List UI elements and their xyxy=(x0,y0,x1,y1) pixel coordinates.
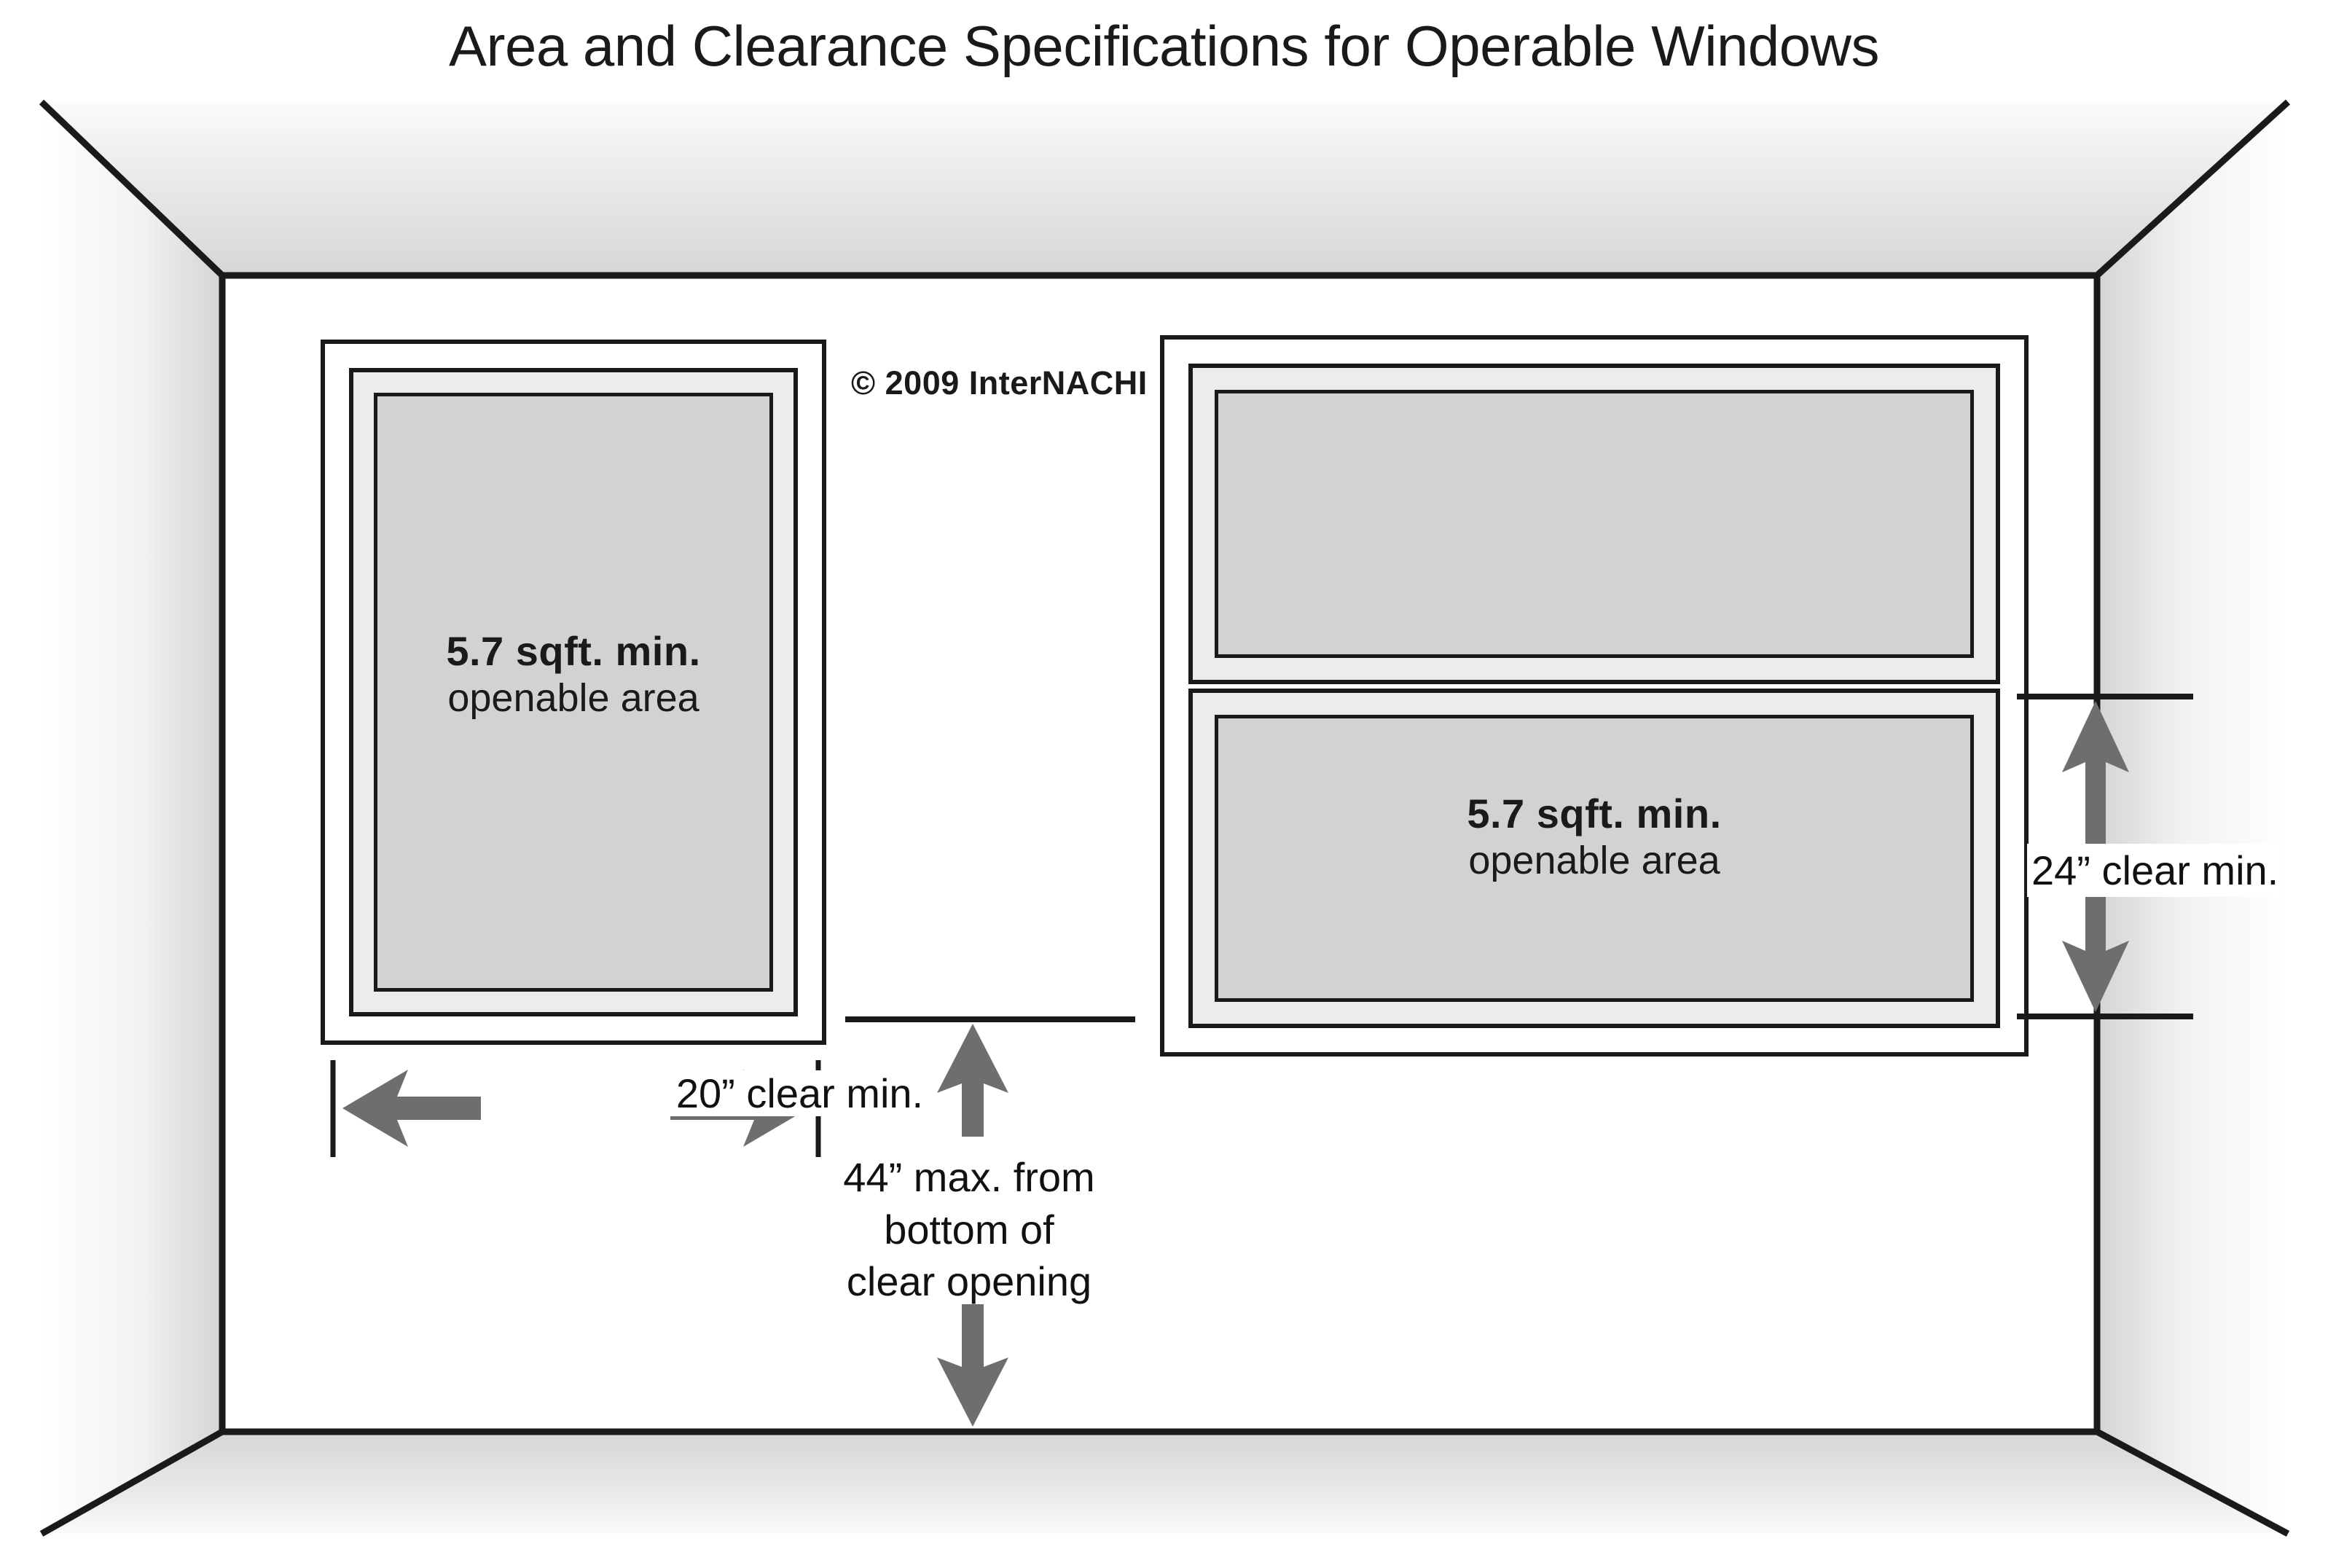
ceiling-left-diagonal xyxy=(39,99,225,278)
casement-area-caption: openable area xyxy=(447,675,699,720)
sill-height-label-line-2: bottom of xyxy=(884,1206,1054,1253)
double-hung-area-caption: openable area xyxy=(1468,838,1720,882)
casement-window-frame[interactable]: 5.7 sqft. min. openable area xyxy=(321,340,826,1045)
double-hung-upper-glass[interactable] xyxy=(1215,390,1974,658)
double-hung-openable-area-label: 5.7 sqft. min. openable area xyxy=(1218,791,1970,884)
height-clearance-label: 24” clear min. xyxy=(2027,844,2284,897)
width-clearance-label: 20” clear min. xyxy=(0,1070,1599,1117)
left-wall-surface xyxy=(42,102,222,1534)
double-hung-area-value: 5.7 sqft. min. xyxy=(1467,791,1722,836)
double-hung-lower-sash[interactable]: 5.7 sqft. min. openable area xyxy=(1188,689,2000,1028)
floor-right-diagonal xyxy=(2095,1429,2290,1537)
double-hung-lower-glass[interactable]: 5.7 sqft. min. openable area xyxy=(1215,715,1974,1002)
copyright-notice: © 2009 InterNACHI xyxy=(851,364,1148,401)
double-hung-upper-sash[interactable] xyxy=(1188,364,2000,684)
floor-left-diagonal xyxy=(39,1429,224,1537)
casement-window-glass[interactable]: 5.7 sqft. min. openable area xyxy=(374,393,773,992)
casement-window-sash[interactable]: 5.7 sqft. min. openable area xyxy=(349,368,798,1016)
double-hung-window-frame[interactable]: 5.7 sqft. min. openable area xyxy=(1160,335,2029,1057)
floor-surface xyxy=(42,1432,2288,1534)
ceiling-right-diagonal xyxy=(2094,99,2291,278)
casement-area-value: 5.7 sqft. min. xyxy=(446,628,701,674)
casement-openable-area-label: 5.7 sqft. min. openable area xyxy=(377,628,769,721)
page-title: Area and Clearance Specifications for Op… xyxy=(448,14,1880,78)
right-wall-surface xyxy=(2097,102,2288,1534)
sill-height-label-line-3: clear opening xyxy=(846,1258,1092,1305)
ceiling-surface xyxy=(42,102,2288,275)
sill-height-label-line-1: 44” max. from xyxy=(843,1154,1095,1200)
sill-height-label: 44” max. from bottom of clear opening xyxy=(802,1151,1137,1308)
